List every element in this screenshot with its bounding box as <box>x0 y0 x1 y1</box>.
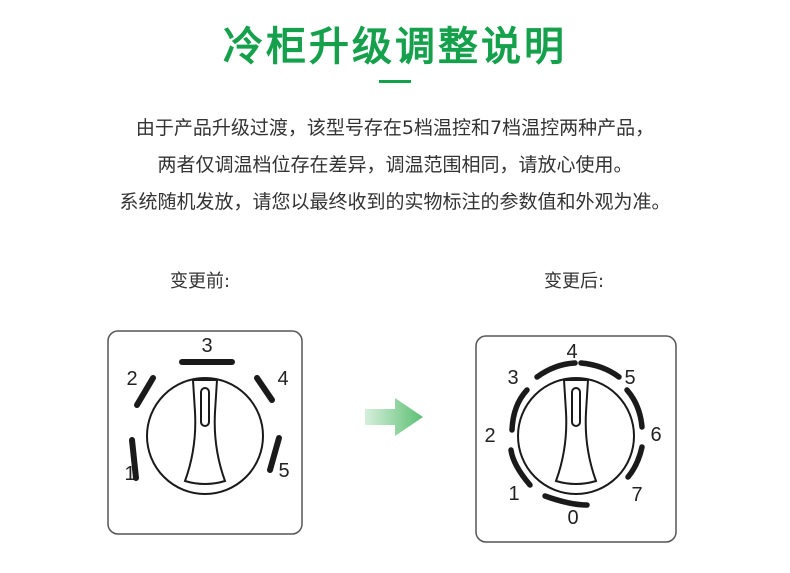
after-mark-3: 3 <box>507 367 518 389</box>
before-mark-4: 4 <box>277 368 288 390</box>
after-mark-7: 7 <box>631 484 642 506</box>
title-underline <box>379 80 411 83</box>
after-scale-arc-0 <box>542 493 590 508</box>
after-scale-arc-3 <box>534 360 578 380</box>
after-mark-2: 2 <box>484 425 495 447</box>
knob-icon <box>517 377 635 495</box>
before-scale-arc-2 <box>134 375 156 408</box>
after-dial-panel: 0 1 2 3 4 5 6 7 <box>475 335 677 543</box>
after-mark-6: 6 <box>650 424 661 446</box>
before-mark-1: 1 <box>124 463 135 485</box>
before-dial-panel: 1 2 3 4 5 <box>107 330 303 535</box>
before-label: 变更前: <box>170 271 231 292</box>
before-scale-arc-1 <box>129 437 139 481</box>
description-line-2: 两者仅调温档位存在差异，调温范围相同，请放心使用。 <box>157 154 633 176</box>
after-mark-5: 5 <box>624 367 635 389</box>
before-scale-arc-4 <box>254 375 275 403</box>
before-mark-2: 2 <box>126 368 137 390</box>
knob-icon <box>146 377 264 495</box>
after-mark-1: 1 <box>508 483 519 505</box>
after-scale-arc-1 <box>508 447 533 488</box>
before-scale-arc-5 <box>267 435 282 473</box>
page-title: 冷柜升级调整说明 <box>223 24 567 70</box>
after-label: 变更后: <box>544 271 605 292</box>
after-scale-arc-5 <box>624 387 645 430</box>
after-scale-arc-4 <box>578 360 622 380</box>
after-scale-arc-2 <box>509 387 530 433</box>
after-mark-0: 0 <box>567 507 578 529</box>
before-mark-3: 3 <box>201 335 212 357</box>
description-line-3: 系统随机发放，请您以最终收到的实物标注的参数值和外观为准。 <box>119 191 671 213</box>
after-mark-4: 4 <box>566 341 577 363</box>
before-mark-5: 5 <box>278 460 289 482</box>
right-arrow-icon <box>365 398 423 436</box>
description-line-1: 由于产品升级过渡，该型号存在5档温控和7档温控两种产品， <box>135 117 655 139</box>
after-scale-arc-6 <box>625 444 645 480</box>
